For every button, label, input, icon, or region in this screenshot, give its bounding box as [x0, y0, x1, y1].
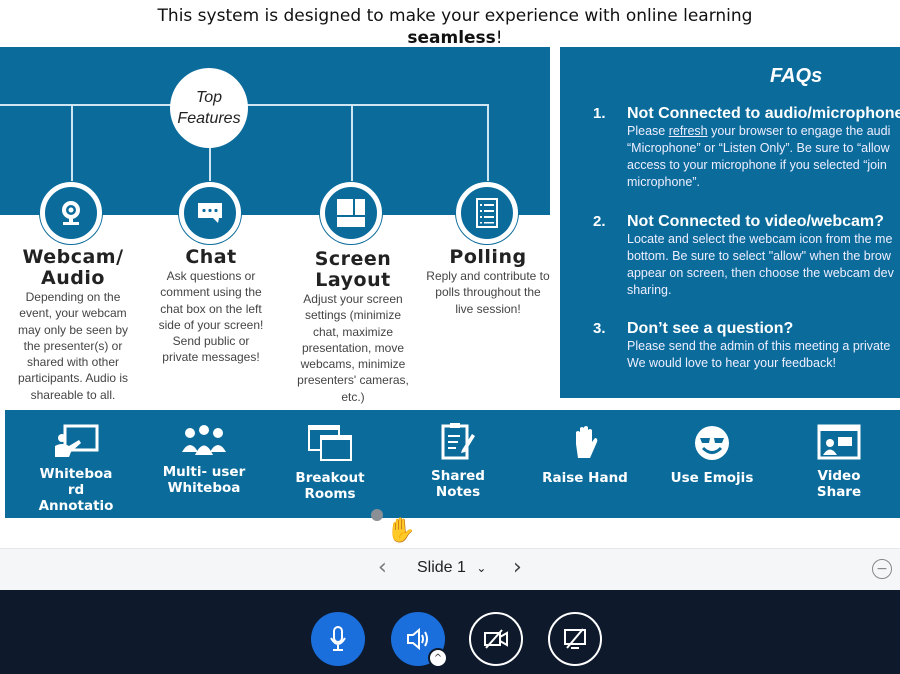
speaker-icon	[407, 628, 428, 650]
whiteboard-icon	[55, 424, 99, 457]
notes-icon	[441, 423, 475, 460]
windows-icon	[308, 425, 352, 461]
hand-cursor-icon: ✋	[386, 516, 416, 544]
slide-heading: This system is designed to make your exp…	[157, 6, 753, 48]
faq-item: 3.Don’t see a question?Please send the a…	[593, 320, 891, 370]
tool-raise-hand: Raise Hand	[540, 424, 630, 518]
faq-panel: FAQs 1.Not Connected to audio/microphone…	[560, 47, 900, 398]
tool-whiteboard-annotation: Whiteboa rd Annotatio	[31, 424, 121, 518]
chevron-down-icon: ⌄	[476, 561, 487, 575]
emoji-icon	[695, 426, 729, 460]
tool-use-emojis: Use Emojis	[667, 424, 757, 518]
connector-line	[351, 105, 353, 185]
webcam-off-icon	[484, 629, 508, 649]
faq-item: 2.Not Connected to video/webcam?Locate a…	[593, 213, 894, 297]
tools-strip: Whiteboa rd Annotatio Multi- user Whiteb…	[5, 410, 900, 518]
refresh-link[interactable]: refresh	[668, 124, 708, 138]
next-slide-button[interactable]: ›	[513, 555, 522, 580]
previous-slide-button[interactable]: ‹	[378, 555, 387, 580]
tool-video-share: Video Share	[794, 424, 884, 518]
top-features-panel	[0, 47, 550, 215]
microphone-icon	[330, 626, 346, 651]
poll-icon	[456, 182, 518, 244]
tool-multi-user-whiteboard: Multi- user Whiteboa	[159, 424, 249, 518]
tool-shared-notes: Shared Notes	[413, 422, 503, 516]
connector-line	[71, 105, 73, 185]
slide-select[interactable]: Slide 1 ⌄	[417, 559, 487, 576]
users-icon	[182, 425, 226, 455]
tool-breakout-rooms: Breakout Rooms	[285, 424, 375, 518]
slide-navigation: ‹ Slide 1 ⌄ › −	[0, 548, 900, 590]
screen-share-button[interactable]	[548, 612, 602, 666]
zoom-out-button[interactable]: −	[872, 559, 892, 579]
connector-line	[487, 105, 489, 185]
audio-options-button[interactable]: ^	[428, 648, 448, 668]
connector-line	[246, 104, 489, 106]
hand-icon	[576, 426, 598, 458]
screen-share-off-icon	[564, 628, 586, 649]
microphone-button[interactable]	[311, 612, 365, 666]
connector-line	[209, 146, 211, 186]
chat-icon	[179, 182, 241, 244]
webcam-button[interactable]	[469, 612, 523, 666]
webcam-icon	[40, 182, 102, 244]
presenter-pointer	[371, 509, 383, 521]
top-features-badge: Top Features	[170, 68, 248, 148]
layout-icon	[320, 182, 382, 244]
action-bar: ^	[0, 590, 900, 674]
video-share-icon	[817, 424, 861, 460]
connector-line	[0, 104, 172, 106]
